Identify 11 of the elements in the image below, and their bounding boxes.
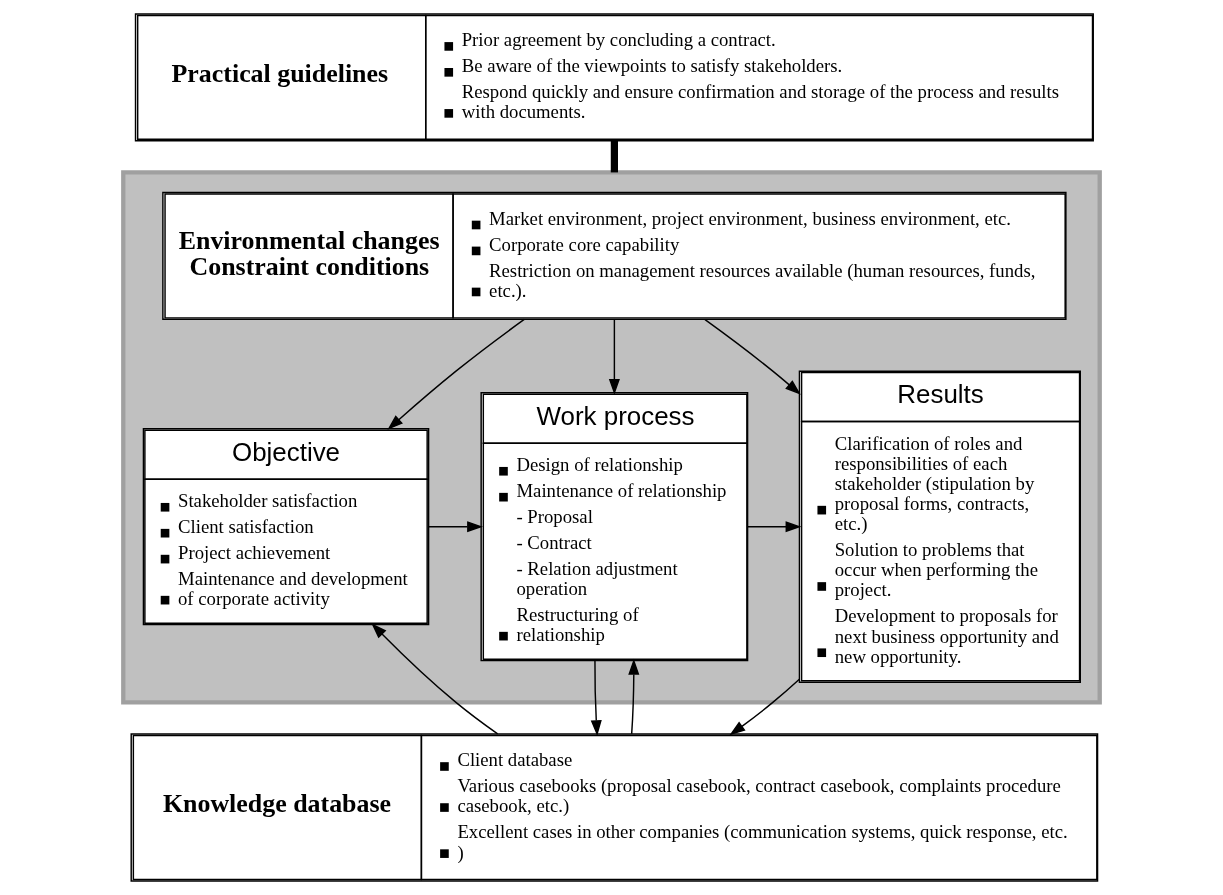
arrow [628,658,640,735]
cluster [121,170,1102,705]
arrow [704,318,801,395]
arrow [608,318,620,395]
arrow [387,318,525,430]
arrow [371,623,499,735]
arrow [729,678,801,736]
arrow [590,660,602,737]
connector [610,140,618,173]
arrow [428,521,483,533]
arrow [747,521,802,533]
